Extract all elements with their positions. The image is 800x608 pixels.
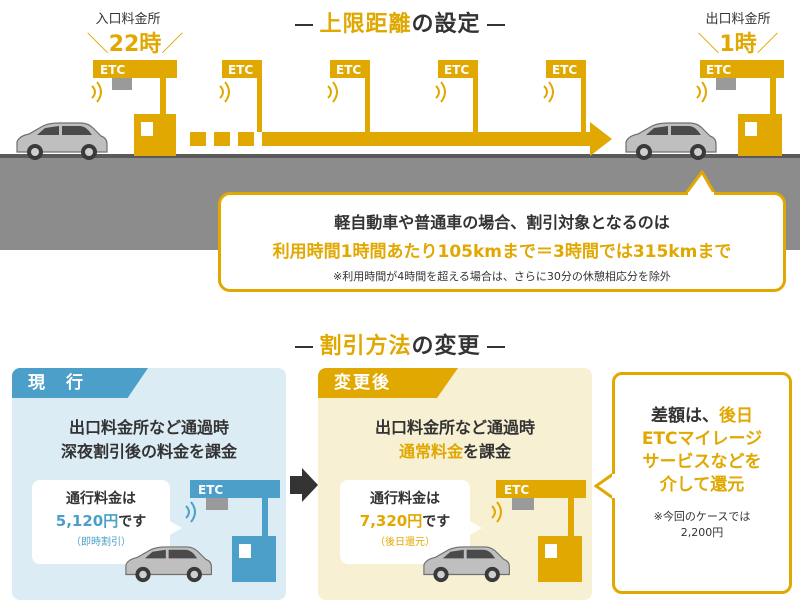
new-bubble-tail [468,520,482,536]
exit-gate-time: 1時 [719,32,757,57]
road-edge [0,154,800,158]
new-fare-note: （後日還元） [375,537,435,548]
section1-title-highlight: 上限距離 [319,12,412,37]
entry-gantry: ETC [91,60,177,156]
exit-gantry: ETC [696,60,784,156]
travel-arrow [190,122,612,156]
difference-text: 差額は、後日 ETCマイレージ サービスなどを 介して還元 [615,405,789,497]
new-tollgate-illustration: ETC [423,480,586,583]
section2-title-rest: の変更 [411,334,481,359]
entry-gate-time-group: ＼22時／ [80,26,190,58]
difference-line1a: 差額は、 [651,406,719,426]
difference-note2: 2,200円 [680,526,724,539]
deco-slash-icon: ／ [756,32,779,57]
exit-gate-label: 出口料金所 [705,12,771,27]
section1-title: 上限距離の設定 [0,6,800,38]
difference-box-pointer [594,470,616,502]
new-description: 出口料金所など通過時 通常料金を課金 [318,416,592,464]
current-description: 出口料金所など通過時 深夜割引後の料金を課金 [12,416,286,464]
gantry-3: ETC [327,60,370,132]
title-dash-right [486,24,505,26]
current-tollgate-illustration: ETC [125,480,280,583]
difference-note: ※今回のケースでは 2,200円 [615,509,789,541]
new-line2-rest: を課金 [463,442,512,461]
difference-line4: 介して還元 [659,475,745,495]
difference-pointer-cover [612,474,616,498]
callout-pointer [682,170,718,196]
difference-box: 差額は、後日 ETCマイレージ サービスなどを 介して還元 ※今回のケースでは … [612,372,792,594]
svg-text:ETC: ETC [552,63,577,77]
exit-booth [738,114,782,156]
svg-text:ETC: ETC [198,483,223,497]
entry-booth [134,114,176,156]
title-dash-left [295,24,314,26]
current-bubble-tail [168,520,182,536]
svg-text:ETC: ETC [706,63,731,77]
new-method-panel: 変更後 出口料金所など通過時 通常料金を課金 通行料金は 7,320円です （後… [318,368,592,600]
callout-pointer-cover [688,192,714,196]
current-method-panel: 現 行 出口料金所など通過時 深夜割引後の料金を課金 通行料金は 5,120円で… [12,368,286,600]
current-fare-bubble: 通行料金は 5,120円です （即時割引） [32,480,170,564]
title-dash-left [295,346,314,348]
difference-line2: ETCマイレージ [641,429,763,449]
etc-sign-text: ETC [100,63,125,77]
deco-slash-icon: ／ [161,32,184,57]
exit-gate-time-group: ＼1時／ [683,26,793,58]
section2-title: 割引方法の変更 [0,328,800,360]
callout-note: ※利用時間が4時間を超える場合は、さらに30分の休憩相応分を除外 [333,270,671,283]
new-tag: 変更後 [318,368,458,398]
current-fare-suffix: です [118,514,147,530]
section1-title-rest: の設定 [411,12,481,37]
new-line1: 出口料金所など通過時 [374,418,535,437]
svg-text:ETC: ETC [504,483,529,497]
gantry-5: ETC [543,60,586,132]
current-line2: 深夜割引後の料金を課金 [60,442,237,461]
entry-gate-label: 入口料金所 [95,12,161,27]
difference-line3: サービスなどを [642,452,762,472]
callout-line1: 軽自動車や普通車の場合、割引対象となるのは [334,213,670,232]
current-fare-amount: 5,120円 [55,512,119,530]
new-fare-suffix: です [422,514,451,530]
difference-line1b: 後日 [719,406,753,426]
callout-line2: 利用時間1時間あたり105kmまで＝3時間では315kmまで [272,242,732,262]
change-arrow-icon [290,468,318,502]
new-fare-label: 通行料金は [370,491,440,507]
gantry-4: ETC [435,60,478,132]
svg-text:ETC: ETC [444,63,469,77]
entry-gate-time: 22時 [108,32,162,57]
current-fare-label: 通行料金は [66,491,136,507]
current-fare-note: （即時割引） [71,537,131,548]
svg-text:ETC: ETC [228,63,253,77]
distance-limit-callout: 軽自動車や普通車の場合、割引対象となるのは 利用時間1時間あたり105kmまで＝… [218,192,786,292]
deco-slash-icon: ＼ [697,32,720,57]
deco-slash-icon: ＼ [86,32,109,57]
new-fare-amount: 7,320円 [359,512,423,530]
difference-note1: ※今回のケースでは [653,510,751,523]
section2-title-highlight: 割引方法 [319,334,412,359]
current-line1: 出口料金所など通過時 [68,418,229,437]
svg-text:ETC: ETC [336,63,361,77]
gantry-2: ETC [219,60,262,132]
title-dash-right [486,346,505,348]
new-line2-highlight: 通常料金 [398,442,463,461]
current-tag: 現 行 [12,368,148,398]
